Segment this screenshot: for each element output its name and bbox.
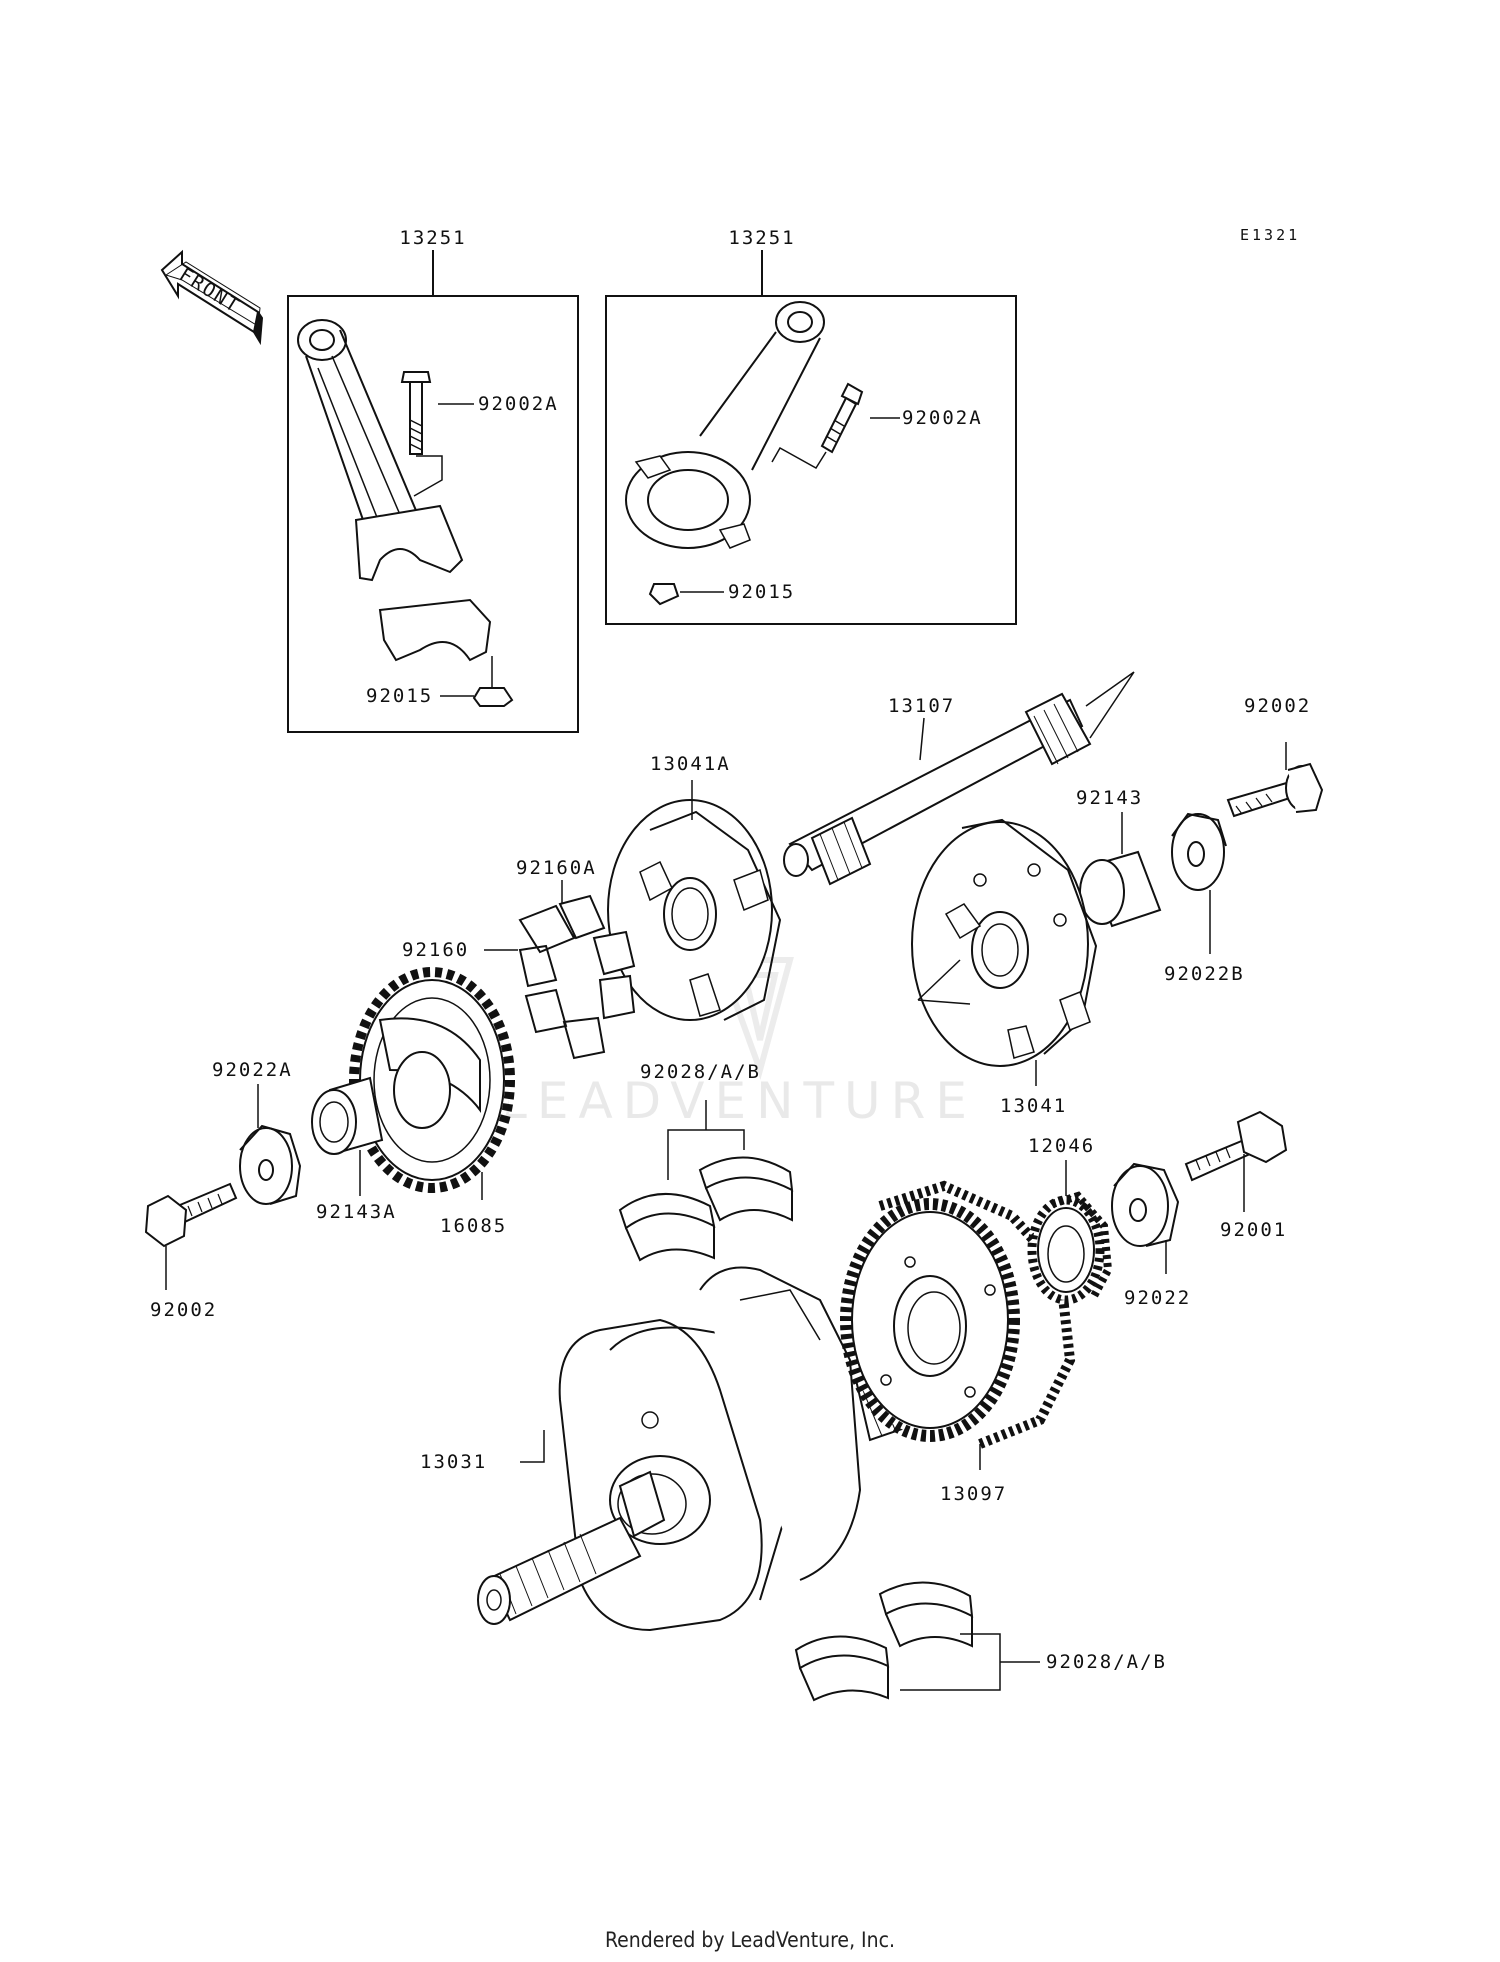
damper-rubber-set [484, 880, 636, 1060]
washer-right [1171, 812, 1227, 954]
label-primary-gear: 13097 [940, 1483, 1007, 1505]
label-bolt-top-right: 92002 [1244, 695, 1311, 717]
label-bolt-bottom-left: 92002 [150, 1299, 217, 1321]
label-bearing-shells-lower: 92028/A/B [1046, 1651, 1167, 1673]
label-damper-a: 92160A [516, 857, 597, 879]
label-small-gear: 12046 [1028, 1135, 1095, 1157]
label-washer-right: 92022B [1164, 963, 1245, 985]
label-bearing-shells-upper: 92028/A/B [640, 1061, 761, 1083]
label-bolt-left: 92002A [478, 393, 559, 415]
washer-left [239, 1084, 302, 1205]
primary-gear [840, 1180, 1076, 1470]
label-coupling: 13041 [1000, 1095, 1067, 1117]
washer-small [1111, 1162, 1180, 1274]
label-nut-left: 92015 [366, 685, 433, 707]
conrod-bolt-left [400, 371, 432, 455]
output-shaft [783, 671, 1135, 886]
gear-bolt [1184, 1110, 1288, 1212]
label-sprocket: 16085 [440, 1215, 507, 1237]
conrod-bolt-right [820, 382, 864, 454]
coupling [911, 818, 1098, 1086]
flange-bolt-top-right [1226, 742, 1324, 818]
label-conrod-right: 13251 [728, 227, 795, 249]
flange-bolt-bottom-left [144, 1182, 238, 1290]
label-damper: 92160 [402, 939, 469, 961]
label-shaft: 13107 [888, 695, 955, 717]
collar-left [311, 1076, 384, 1196]
collar-right [1079, 812, 1162, 928]
bearing-shells-upper [618, 1100, 794, 1262]
conrod-assembly-right [605, 250, 1017, 625]
label-gear-bolt: 92001 [1220, 1219, 1287, 1241]
conrod-nut-right [648, 583, 680, 606]
label-washer-left: 92022A [212, 1059, 293, 1081]
front-arrow-icon: FRONT [160, 249, 264, 346]
bearing-shells-lower [794, 1581, 1040, 1702]
label-crankshaft: 13031 [420, 1451, 487, 1473]
footer-credit: Rendered by LeadVenture, Inc. [605, 1928, 895, 1952]
front-label: FRONT [175, 264, 244, 318]
label-nut-right: 92015 [728, 581, 795, 603]
diagram-code: E1321 [1240, 226, 1300, 244]
label-bolt-right: 92002A [902, 407, 983, 429]
small-gear [1027, 1160, 1113, 1305]
watermark-text: LEADVENTURE [499, 1072, 977, 1130]
label-collar-left: 92143A [316, 1201, 397, 1223]
sprocket [349, 967, 515, 1200]
label-conrod-left: 13251 [399, 227, 466, 249]
label-coupling-a: 13041A [650, 753, 731, 775]
label-collar-right: 92143 [1076, 787, 1143, 809]
conrod-assembly-left [287, 250, 579, 733]
label-washer-small: 92022 [1124, 1287, 1191, 1309]
conrod-nut-left [472, 687, 514, 707]
coupling-a [607, 780, 782, 1021]
